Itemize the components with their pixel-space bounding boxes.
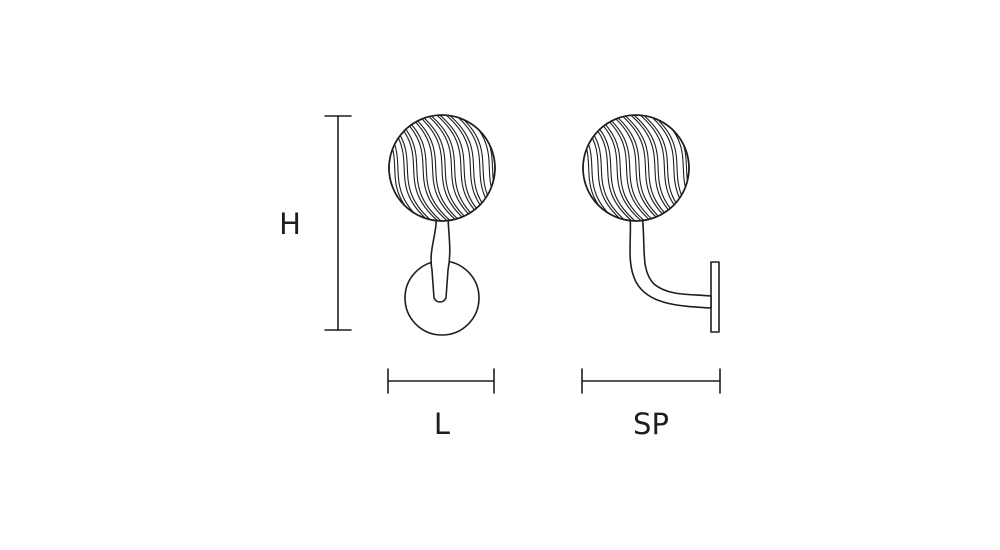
side-wall-plate [710,261,720,333]
globe-swirl-stripe [590,115,650,221]
front-glass-globe [388,114,496,222]
front-lamp-stem [430,213,451,303]
globe-swirl-stripe [389,115,428,221]
globe-swirl-stripe [412,115,472,221]
globe-swirl-stripe [600,115,660,221]
side-view-lamp [582,114,720,333]
globe-swirl-stripe [609,115,669,221]
globe-swirl-stripe [421,115,481,221]
globe-swirl-stripe [583,115,622,221]
front-globe-rim [388,114,496,222]
globe-swirl-stripe [597,115,657,221]
projection-dimension: SP [581,368,721,441]
height-label: H [279,207,301,241]
globe-swirl-stripe [415,115,475,221]
projection-label: SP [633,407,669,441]
globe-swirl-stripe [425,115,485,221]
globe-swirl-stripe [615,115,675,221]
globe-swirl-stripe [406,115,466,221]
side-glass-globe [582,114,690,222]
side-globe-rim [582,114,690,222]
globe-swirl-stripe [403,115,463,221]
length-dimension: L [387,368,495,441]
globe-swirl-stripe [396,115,456,221]
globe-swirl-stripe [647,115,689,221]
globe-swirl-stripe [453,115,495,221]
front-view-lamp [388,114,496,336]
length-label: L [434,407,450,441]
globe-swirl-stripe [619,115,679,221]
side-lamp-arm [629,213,712,309]
height-dimension: H [279,115,352,331]
globe-swirl-stripe [606,115,666,221]
